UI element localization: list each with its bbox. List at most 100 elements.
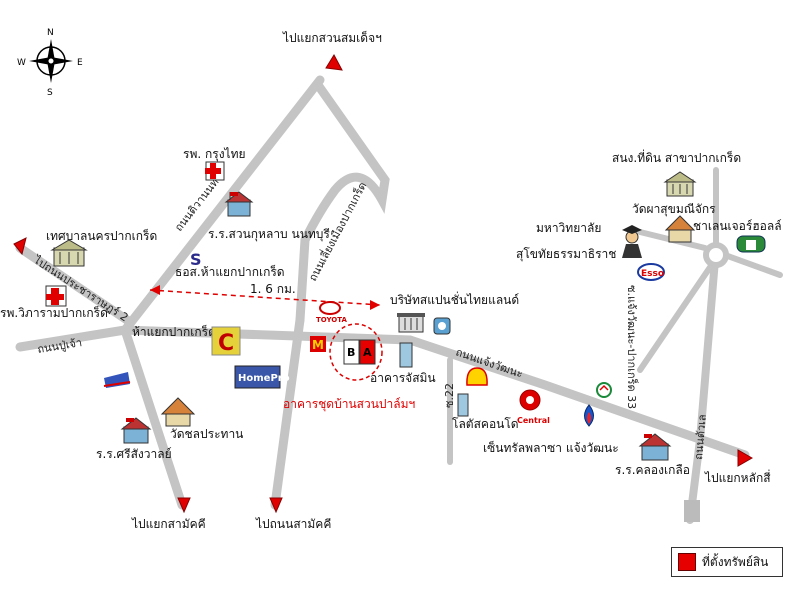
svg-text:M: M (312, 338, 324, 352)
road-label-tiwanon: ถนนติวานนท์ (172, 176, 221, 234)
toyota-label: TOYOTA (316, 316, 347, 324)
school-suankularb: ร.ร.สวนกุหลาบ นนทบุรี (208, 191, 330, 242)
five-way-label: ห้าแยกปากเกร็ด (132, 324, 216, 339)
challenger-hall-label: ชาเลนเจอร์ฮอลล์ (693, 219, 782, 233)
distance-indicator: 1. 6 กม. (149, 282, 381, 310)
tower-icon (457, 393, 469, 417)
restaurant-logo-icon: M (310, 336, 326, 352)
building-icon (663, 171, 697, 197)
property-b-label: B (347, 346, 355, 359)
bank-logo-icon: S (190, 250, 202, 269)
road-soi33 (637, 257, 718, 373)
municipality-label: เทศบาลนครปากเกร็ด (46, 228, 157, 243)
arrows (13, 53, 754, 514)
roundabout (703, 242, 729, 268)
building-icon (397, 313, 425, 333)
company: บริษัทสแปนชั่นไทยแลนด์ (390, 291, 519, 335)
road-edge-marks (684, 500, 700, 522)
arrow-top (325, 53, 343, 71)
school-klongkluea-label: ร.ร.คลองเกลือ (615, 463, 690, 477)
legend-swatch (678, 553, 696, 571)
property-a-label: A (363, 346, 372, 359)
brand-logo-icon (433, 317, 451, 335)
road-south-left (120, 325, 187, 510)
temple-icon (160, 397, 196, 427)
road-right-vertical (686, 256, 719, 524)
toyota: TOYOTA (316, 301, 347, 324)
central-label: เซ็นทรัลพลาซา แจ้งวัฒนะ (483, 440, 619, 455)
tower-icon (399, 342, 413, 368)
arrow-bottom-left (177, 497, 191, 514)
graduate-icon (622, 225, 642, 258)
land-office: สนง.ที่ดิน สาขาปากเกร็ด (612, 149, 741, 197)
road-label-chaengwattana: ถนนแจ้งวัฒนะ (454, 346, 525, 381)
dest-top: ไปแยกสวนสมเด็จฯ (282, 30, 382, 45)
dest-bottom-mid: ไปถนนสามัคคี (255, 517, 331, 531)
lotus-condo-label: โลตัสคอนโด (452, 417, 519, 431)
wat-chonprathan: วัดชลประทาน (160, 397, 243, 441)
bank: S ธอส.ห้าแยกปากเกร็ด (175, 250, 285, 279)
dest-bottom-left: ไปแยกสามัคคี (131, 517, 206, 531)
challenger-hall: ชาเลนเจอร์ฮอลล์ (693, 219, 782, 253)
school-icon (120, 417, 152, 444)
wat-chonprathan-label: วัดชลประทาน (170, 427, 243, 441)
school-icon (638, 433, 672, 461)
mall-logo-icon: C (211, 326, 241, 356)
school-icon (224, 191, 254, 217)
krungthai-hospital-label: รพ. กรุงไทย (183, 147, 246, 162)
hospital-left: รพ.วิภารามปากเกร็ด (0, 285, 108, 320)
compass-s: S (47, 88, 53, 98)
company-label: บริษัทสแปนชั่นไทยแลนด์ (390, 291, 519, 307)
school-suankularb-label: ร.ร.สวนกุหลาบ นนทบุรี (208, 227, 330, 242)
arrow-bottom-mid (269, 497, 283, 514)
arrow-right (737, 449, 754, 467)
wat-pha-label: วัดผาสุขมณีจักร (632, 202, 716, 217)
esso-label: Esso (641, 269, 664, 279)
municipality: เทศบาลนครปากเกร็ด (46, 228, 157, 267)
shell-logo-icon (466, 367, 488, 386)
road-ne-right (722, 252, 783, 278)
road-chaengwattana (120, 325, 750, 460)
building-jamin-label: อาคารจัสมิน (370, 371, 436, 385)
school-srisangwan: ร.ร.ศรีสังวาลย์ (96, 417, 172, 461)
road-west (15, 325, 130, 352)
road-pracha-rat (15, 243, 135, 327)
esso: Esso (637, 263, 665, 281)
dest-right: ไปแยกหลักสี่ (704, 469, 771, 485)
road-south-mid (270, 315, 305, 510)
property-label: อาคารชุดบ้านสวนปาล์มฯ (283, 397, 415, 412)
compass-e: E (77, 58, 83, 68)
building-jamin: อาคารจัสมิน (370, 342, 436, 385)
homepro-label: HomePro (238, 373, 290, 384)
hospital-left-label: รพ.วิภารามปากเกร็ด (0, 305, 108, 320)
university: มหาวิทยาลัย สุโขทัยธรรมาธิราช (516, 221, 642, 262)
krungthai-hospital: รพ. กรุงไทย (183, 147, 246, 181)
homepro: HomePro (234, 365, 290, 389)
svg-text:C: C (218, 331, 234, 356)
compass: N S E W (17, 28, 83, 98)
compass-w: W (17, 58, 26, 68)
legend: ที่ตั้งทรัพย์สิน (671, 547, 783, 577)
property-marker: B A อาคารชุดบ้านสวนปาล์มฯ (283, 323, 415, 412)
fuel-logo-icon (584, 404, 594, 427)
university-label-2: สุโขทัยธรรมาธิราช (516, 247, 616, 262)
legend-label: ที่ตั้งทรัพย์สิน (702, 554, 769, 569)
esso-logo-icon (637, 263, 665, 281)
road-label-right: ถนนตัวเล (692, 414, 709, 460)
property-circle (329, 323, 383, 381)
property-b (343, 339, 360, 365)
wat-pha: วัดผาสุขมณีจักร (632, 202, 716, 243)
school-klongkluea: ร.ร.คลองเกลือ (615, 433, 690, 477)
university-label: มหาวิทยาลัย (536, 221, 601, 235)
homepro-logo-icon (234, 365, 281, 389)
arrow-left (13, 237, 27, 256)
property-a (359, 339, 376, 365)
compass-n: N (47, 28, 54, 38)
road-pakkret-bypass (295, 80, 390, 325)
central-logo-text: Central (517, 416, 550, 425)
bank-logo-icon (596, 382, 612, 398)
land-office-label: สนง.ที่ดิน สาขาปากเกร็ด (612, 149, 741, 165)
central: Central เซ็นทรัลพลาซา แจ้งวัฒนะ (483, 389, 619, 455)
hall-icon (736, 235, 766, 253)
